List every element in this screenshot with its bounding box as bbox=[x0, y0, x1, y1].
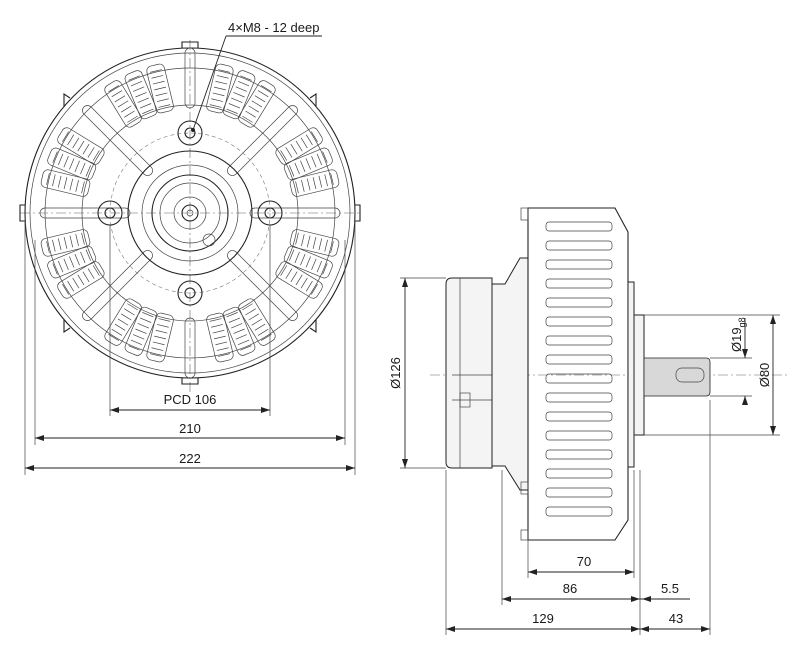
cooling-fin bbox=[545, 506, 613, 517]
cooling-fin bbox=[545, 373, 613, 384]
dim-5-5: 5.5 bbox=[661, 581, 679, 596]
dim-dia-19: Ø19g8 bbox=[729, 317, 747, 352]
dim-dia-80: Ø80 bbox=[757, 363, 772, 388]
cooling-slot bbox=[39, 168, 92, 198]
side-view: Ø126 Ø19g8 Ø80 70 86 5.5 129 bbox=[388, 207, 790, 635]
rim-tabs bbox=[19, 41, 361, 385]
cooling-slot bbox=[236, 78, 278, 130]
dim-43: 43 bbox=[669, 611, 683, 626]
cooling-slot bbox=[273, 125, 325, 167]
cooling-slot bbox=[102, 78, 144, 130]
cooling-fin bbox=[545, 221, 613, 232]
cooling-slot bbox=[39, 228, 92, 258]
cooling-fin bbox=[545, 392, 613, 403]
cooling-fin bbox=[545, 278, 613, 289]
spokes bbox=[39, 47, 341, 379]
cooling-slot bbox=[288, 168, 341, 198]
thread-callout: 4×M8 - 12 deep bbox=[228, 20, 319, 35]
cooling-fin bbox=[545, 316, 613, 327]
cooling-fin bbox=[545, 335, 613, 346]
front-view: 4×M8 - 12 deep PCD 106 210 222 bbox=[19, 20, 361, 475]
dim-70: 70 bbox=[577, 554, 591, 569]
cooling-fin bbox=[545, 297, 613, 308]
cooling-slot bbox=[102, 296, 144, 348]
cooling-fin bbox=[545, 411, 613, 422]
cooling-fin bbox=[545, 354, 613, 365]
dim-dia-126: Ø126 bbox=[388, 357, 403, 389]
cooling-fin bbox=[545, 430, 613, 441]
cooling-slot bbox=[205, 62, 235, 115]
cooling-slot bbox=[145, 311, 175, 364]
cooling-fin bbox=[545, 487, 613, 498]
cooling-slot bbox=[145, 62, 175, 115]
cooling-slot bbox=[273, 259, 325, 301]
cooling-slot bbox=[236, 296, 278, 348]
dim-86: 86 bbox=[563, 581, 577, 596]
cooling-slot bbox=[55, 125, 107, 167]
cooling-slot bbox=[288, 228, 341, 258]
dim-210: 210 bbox=[179, 421, 201, 436]
cooling-fin bbox=[545, 449, 613, 460]
pcd-label: PCD 106 bbox=[164, 392, 217, 407]
cooling-fins bbox=[545, 221, 613, 517]
dia-19-value: Ø19 bbox=[729, 327, 744, 352]
cooling-fin bbox=[545, 468, 613, 479]
dim-129: 129 bbox=[532, 611, 554, 626]
cooling-fin bbox=[545, 259, 613, 270]
cooling-fin bbox=[545, 240, 613, 251]
cooling-slot bbox=[55, 259, 107, 301]
dim-222: 222 bbox=[179, 451, 201, 466]
dia-19-tolerance: g8 bbox=[737, 317, 747, 327]
cooling-slot bbox=[205, 311, 235, 364]
